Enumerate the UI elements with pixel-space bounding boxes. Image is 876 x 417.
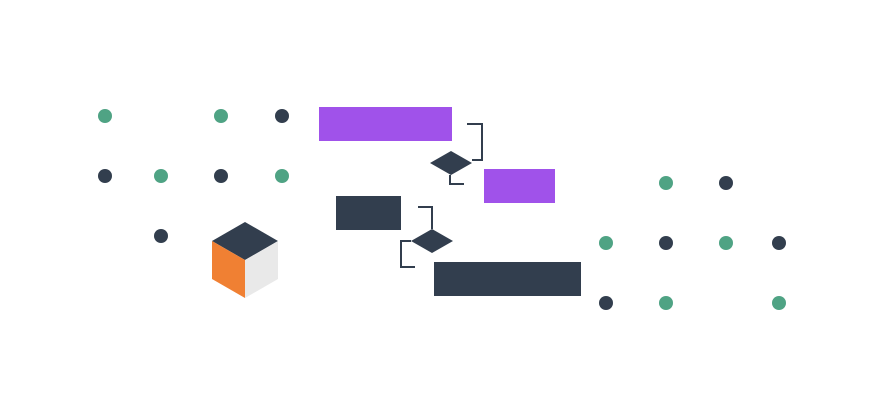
dot-dark xyxy=(599,296,613,310)
connector-2 xyxy=(449,175,464,185)
dot-green xyxy=(599,236,613,250)
process-box-purple-2 xyxy=(484,169,555,203)
connector-3 xyxy=(418,206,433,229)
dot-green xyxy=(659,176,673,190)
cube-left-face xyxy=(212,241,245,298)
cube-right-face xyxy=(245,241,278,298)
dot-dark xyxy=(659,236,673,250)
connector-1 xyxy=(467,123,483,161)
dot-green xyxy=(659,296,673,310)
process-box-purple-1 xyxy=(319,107,452,141)
dot-grid xyxy=(98,109,786,310)
dot-dark xyxy=(98,169,112,183)
dot-dark xyxy=(275,109,289,123)
dot-dark xyxy=(772,236,786,250)
decision-diamond-1 xyxy=(430,151,472,175)
dot-green xyxy=(214,109,228,123)
process-box-dark-2 xyxy=(434,262,581,296)
dot-dark xyxy=(719,176,733,190)
cube-icon xyxy=(212,222,278,298)
dot-green xyxy=(98,109,112,123)
dot-dark xyxy=(154,229,168,243)
process-box-dark-1 xyxy=(336,196,401,230)
dot-green xyxy=(772,296,786,310)
dot-green xyxy=(275,169,289,183)
dot-green xyxy=(154,169,168,183)
dot-green xyxy=(719,236,733,250)
connector-4 xyxy=(400,240,415,268)
dot-dark xyxy=(214,169,228,183)
decision-diamond-2 xyxy=(411,229,453,253)
